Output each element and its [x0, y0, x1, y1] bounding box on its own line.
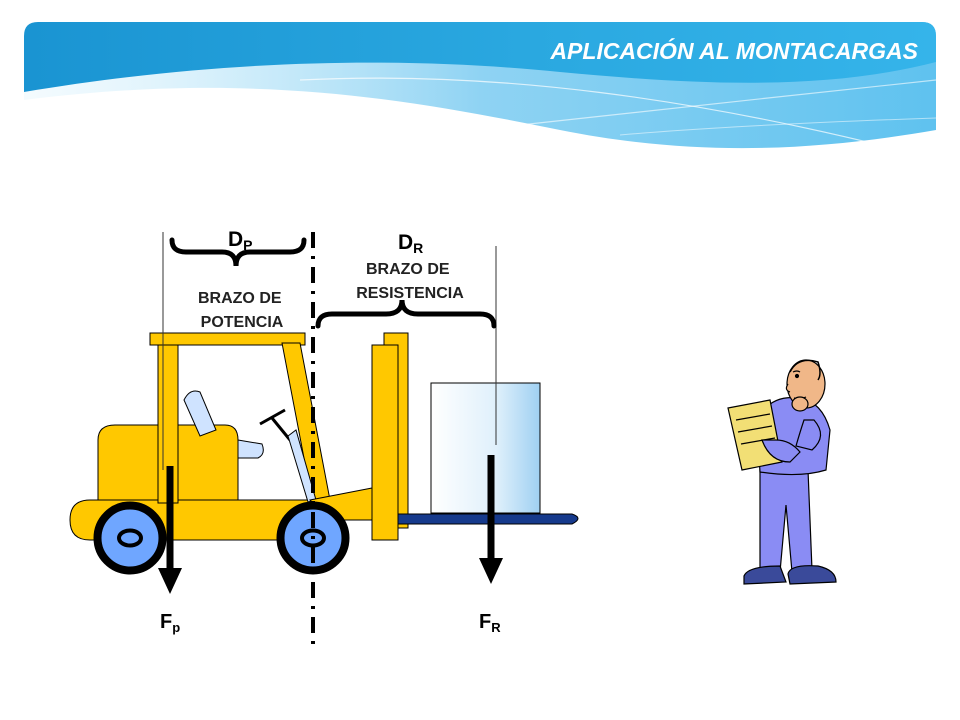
fr-force-arrow [479, 455, 503, 584]
rear-wheel [93, 501, 167, 575]
dr-label: DR [398, 231, 423, 256]
header-banner [24, 22, 937, 151]
dp-label: DP [228, 228, 253, 253]
load-box [430, 382, 541, 514]
potencia-label: BRAZO DE POTENCIA [198, 290, 286, 331]
resistencia-label: BRAZO DE RESISTENCIA [356, 261, 464, 302]
fr-label: FR [479, 611, 501, 635]
worker-clipart [727, 359, 837, 585]
dr-brace [315, 299, 497, 329]
fp-label: Fp [160, 611, 180, 635]
slide-title: APLICACIÓN AL MONTACARGAS [549, 37, 918, 64]
fp-force-arrow [158, 466, 182, 594]
dp-brace [169, 237, 307, 267]
